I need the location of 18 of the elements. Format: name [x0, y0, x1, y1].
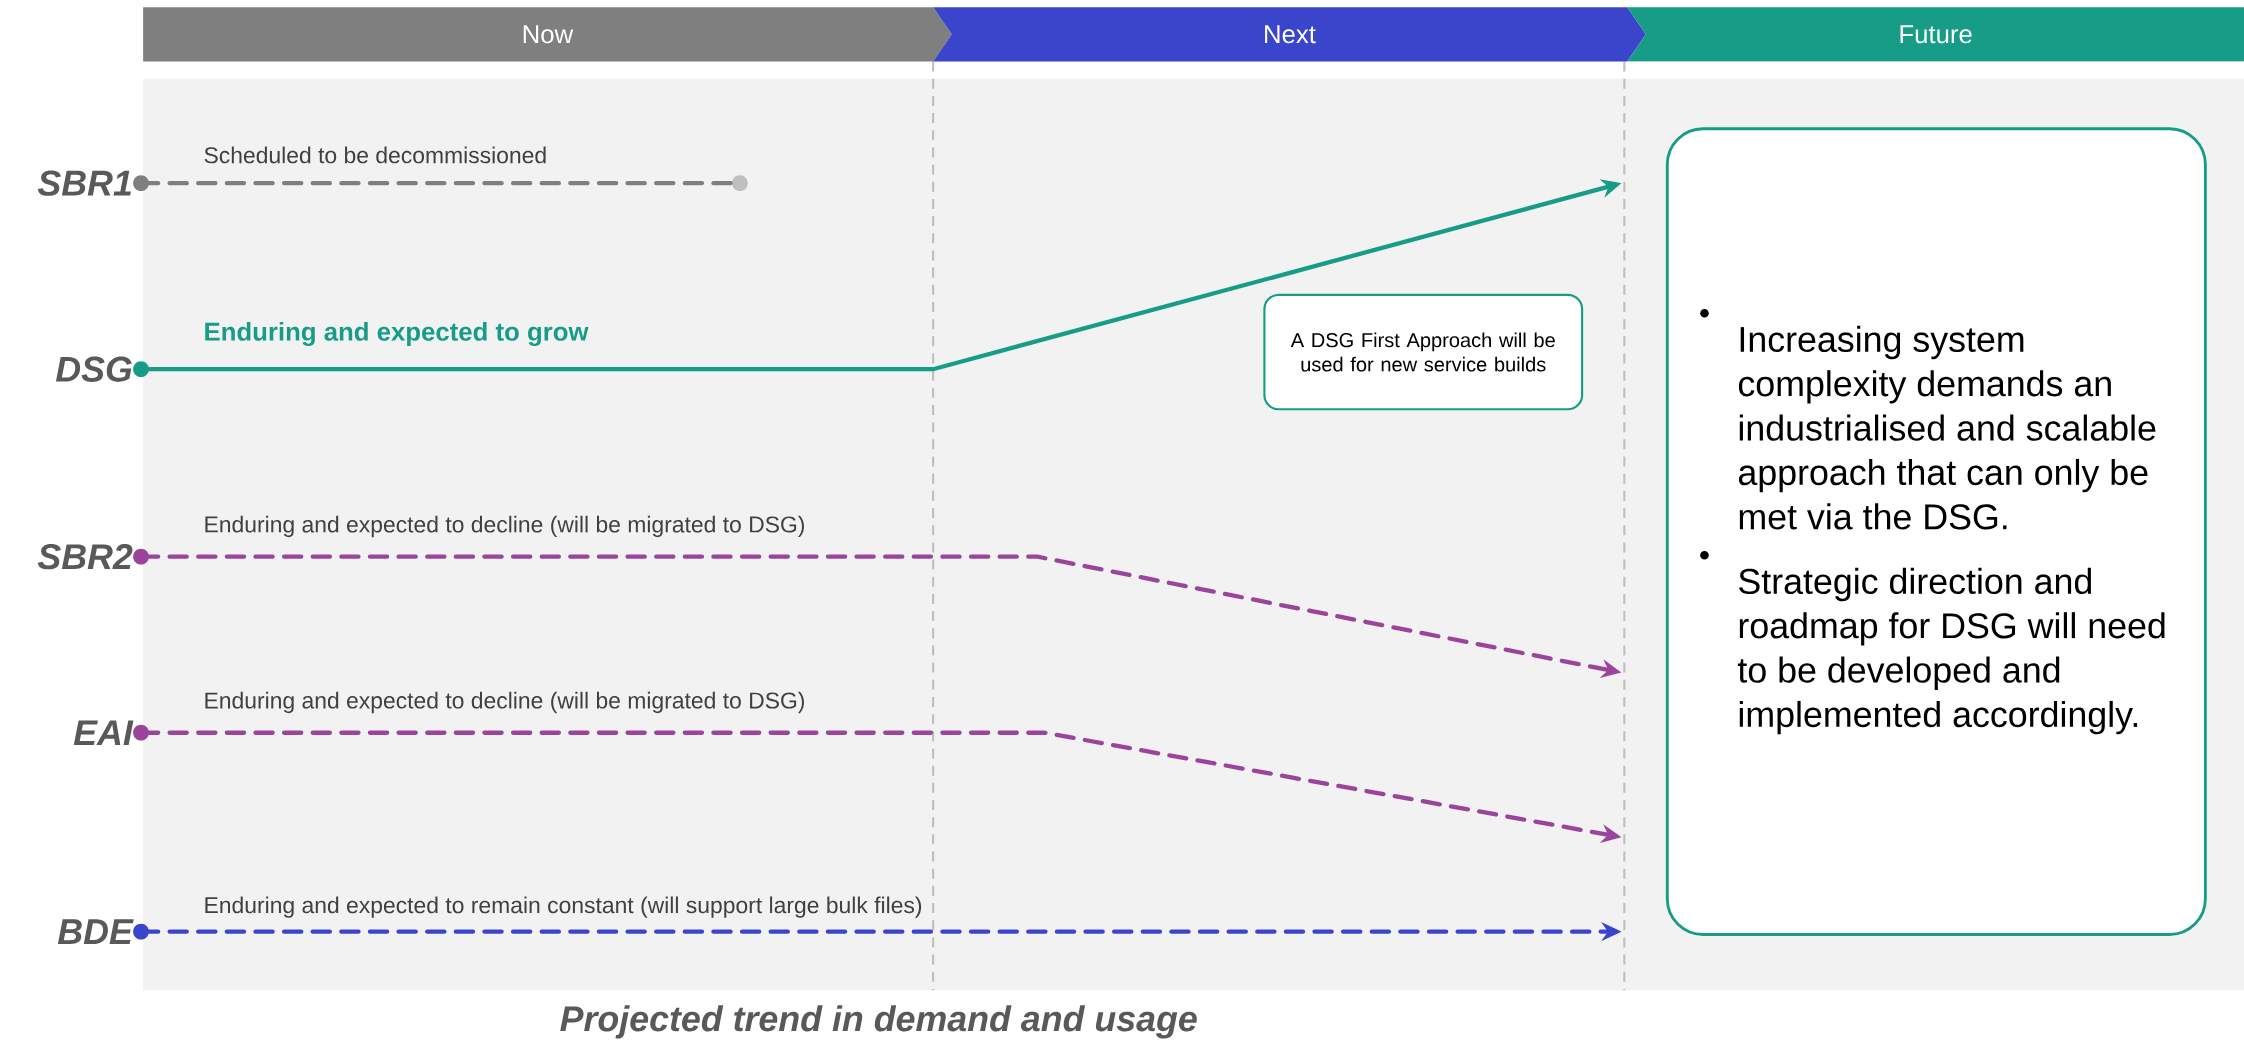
edge-label: Enduring and expected to remain constant (will support large bulk files) [202, 894, 925, 920]
row-label: SBR1 [37, 170, 131, 196]
edge-label: Enduring and expected to decline (will be migrated to DSG) [202, 690, 807, 715]
end-dot [732, 175, 748, 191]
row-label: SBR2 [37, 543, 133, 570]
phase-header: Next [933, 7, 1646, 62]
row-label: DSG [55, 356, 132, 382]
row-label: EAI [73, 720, 134, 745]
edge-label: Enduring and expected to decline (will be migrated to DSG) [202, 514, 807, 539]
edge-label: Scheduled to be decommissioned [202, 145, 549, 165]
text-box: Increasing system complexity demands an industrialised and scalable approach that can only be met via the DSG. Strategic direction and roadmap for DSG will need to be developed and implemented accordingly. [1665, 127, 2207, 936]
trend-line [133, 175, 734, 191]
caption: Projected trend in demand and usage [560, 1005, 1197, 1039]
row-label: BDE [57, 919, 134, 944]
phase-header: Now [143, 7, 952, 62]
phase-header: Future [1627, 7, 2244, 62]
edge-label: Enduring and expected to grow [202, 320, 590, 348]
callout-box: A DSG First Approach will be used for new service builds [1263, 293, 1584, 411]
